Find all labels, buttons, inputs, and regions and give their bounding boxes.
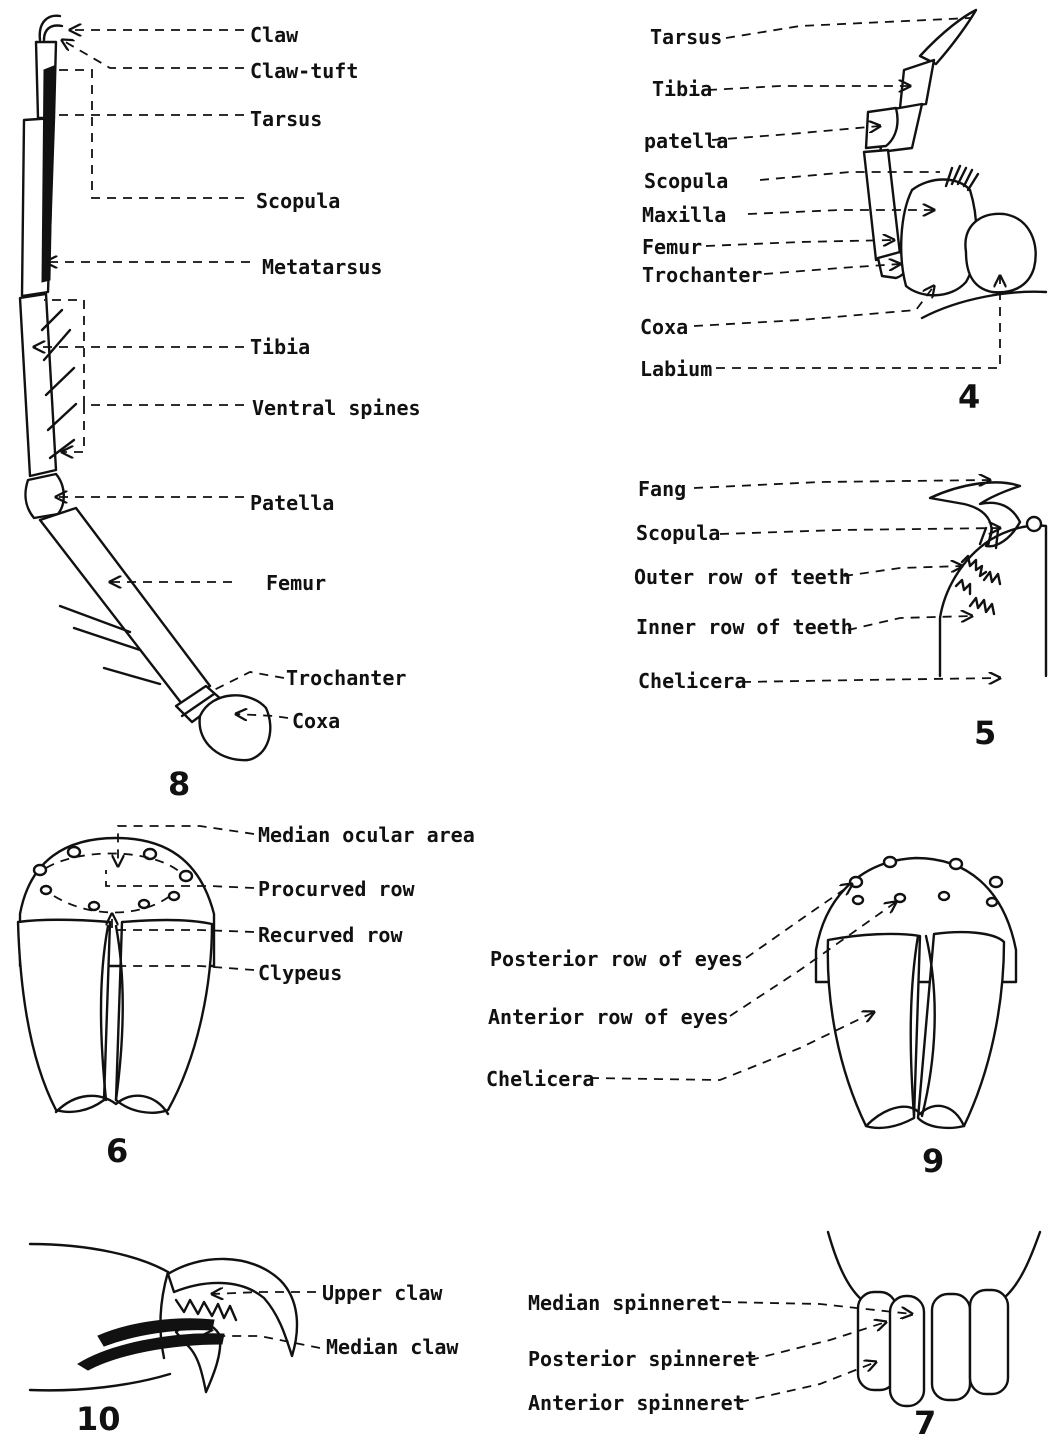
figure-number-10: 10 [76,1400,121,1438]
figure-4-drawing [864,10,1046,318]
label-scopula-5: Scopula [636,521,720,545]
figure-number-9: 9 [922,1142,944,1180]
label-outer-row-of-teeth: Outer row of teeth [634,565,851,589]
label-chelicera-5: Chelicera [638,669,746,693]
label-tibia-4: Tibia [652,77,712,101]
label-patella: Patella [250,491,334,515]
label-anterior-row-of-eyes: Anterior row of eyes [488,1005,729,1029]
figure-10-labels: Upper claw Median claw 10 [76,1281,459,1438]
label-scopula-4: Scopula [644,169,728,193]
label-maxilla: Maxilla [642,203,726,227]
figure-9-drawing [816,857,1016,1128]
label-trochanter: Trochanter [286,666,406,690]
figure-5-labels: Fang Scopula Outer row of teeth Inner ro… [634,477,996,752]
figure-5-drawing [930,482,1046,676]
label-median-ocular-area: Median ocular area [258,823,475,847]
label-labium: Labium [640,357,712,381]
label-tarsus: Tarsus [250,107,322,131]
label-posterior-spinneret: Posterior spinneret [528,1347,757,1371]
label-femur: Femur [266,571,326,595]
label-median-spinneret: Median spinneret [528,1291,721,1315]
label-ventral-spines: Ventral spines [252,396,421,420]
figure-6-drawing [18,838,214,1114]
label-femur-4: Femur [642,235,702,259]
label-coxa: Coxa [292,709,340,733]
label-anterior-spinneret: Anterior spinneret [528,1391,745,1415]
figure-number-4: 4 [958,378,980,416]
label-median-claw: Median claw [326,1335,459,1359]
figure-number-8: 8 [168,765,190,803]
figure-8-leg-drawing [20,16,270,760]
figure-8-leaders [34,30,288,718]
figure-10-drawing [30,1244,297,1392]
label-inner-row-of-teeth: Inner row of teeth [636,615,853,639]
label-tibia: Tibia [250,335,310,359]
label-claw-tuft: Claw-tuft [250,59,358,83]
label-clypeus: Clypeus [258,961,342,985]
label-recurved-row: Recurved row [258,923,403,947]
label-chelicera-9: Chelicera [486,1067,594,1091]
label-claw: Claw [250,23,299,47]
label-scopula: Scopula [256,189,340,213]
label-fang: Fang [638,477,686,501]
label-upper-claw: Upper claw [322,1281,443,1305]
label-tarsus-4: Tarsus [650,25,722,49]
figure-7-drawing [828,1232,1040,1406]
label-posterior-row-of-eyes: Posterior row of eyes [490,947,743,971]
figure-number-5: 5 [974,714,996,752]
label-trochanter-4: Trochanter [642,263,762,287]
label-coxa-4: Coxa [640,315,688,339]
label-procurved-row: Procurved row [258,877,415,901]
figure-number-6: 6 [106,1132,128,1170]
figure-number-7: 7 [914,1404,936,1440]
label-patella-4: patella [644,129,728,153]
label-metatarsus: Metatarsus [262,255,382,279]
